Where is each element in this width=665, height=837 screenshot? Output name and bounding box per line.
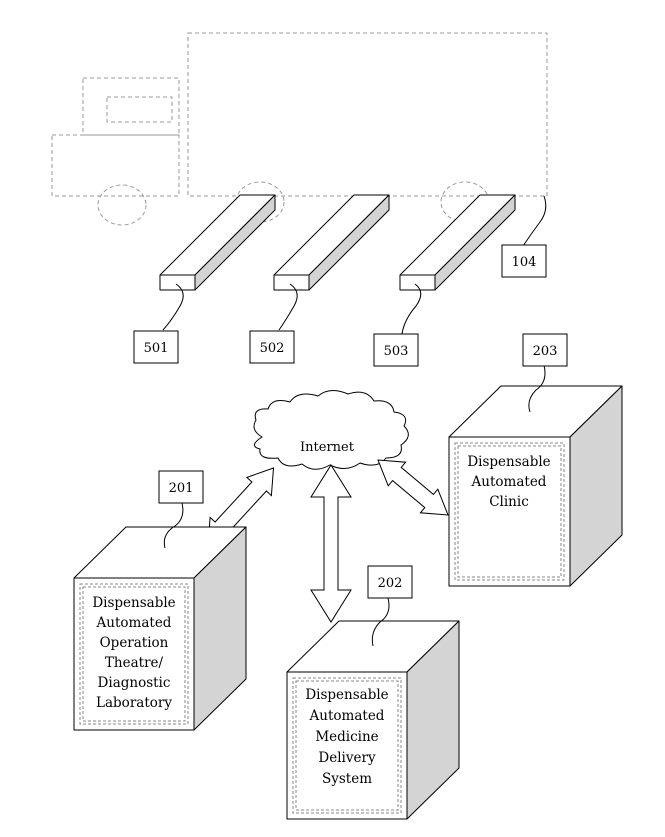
double-arrow-internet-203 [378,460,448,515]
unit-202-line: Medicine [315,729,378,745]
unit-202-line: Automated [309,708,385,724]
label-501: 501 [144,341,169,356]
unit-202-line: Dispensable [305,687,388,703]
unit-203-line: Automated [471,474,547,490]
leader-line-104 [523,196,546,246]
unit-201-line: Operation [100,635,169,651]
leader-line-502 [279,284,297,330]
truck-wheel [98,185,146,225]
leader-line-503 [402,284,421,334]
truck-cab-top [83,78,179,135]
label-503: 503 [384,344,409,359]
bar-501 [160,195,275,290]
double-arrow-internet-202 [311,465,351,622]
leader-line-501 [163,284,183,330]
unit-201-line: Dispensable [92,595,175,611]
cloud-icon [254,390,408,469]
unit-201-line: Theatre/ [105,655,164,671]
unit-203-line: Clinic [489,494,529,510]
bar-front-face [160,275,195,290]
label-202: 202 [378,576,403,591]
unit-202-line: Delivery [318,750,376,766]
bar-503 [400,195,515,290]
unit-201-line: Diagnostic [98,675,171,691]
label-104: 104 [512,255,537,270]
label-502: 502 [260,341,285,356]
unit-201-line: Laboratory [96,695,172,711]
bar-front-face [274,275,309,290]
unit-202-line: System [322,771,372,787]
truck-cab-body [52,135,179,196]
truck-cargo-box [188,33,547,196]
bar-502 [274,195,389,290]
truck-outline [52,33,547,225]
label-201: 201 [169,481,194,496]
label-203: 203 [533,344,558,359]
internet-label: Internet [300,440,355,455]
unit-201-line: Automated [96,615,172,631]
bar-front-face [400,275,435,290]
unit-203-line: Dispensable [467,454,550,470]
truck-cab-window [107,97,172,122]
